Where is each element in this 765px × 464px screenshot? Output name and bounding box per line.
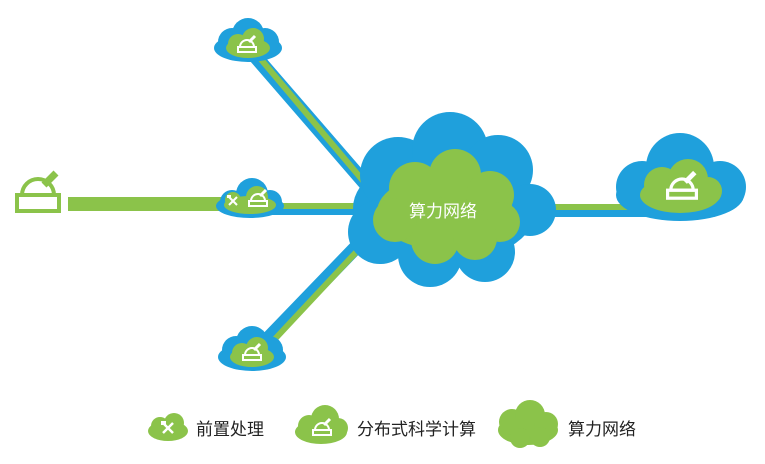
hammer-wrench-icon [227,195,238,206]
link-telescope-line [68,197,240,211]
legend: 前置处理 分布式科学计算 算力 [148,400,636,448]
right-node-cloud [616,133,746,221]
hammer-wrench-icon [161,421,174,434]
legend-label-preprocess: 前置处理 [196,420,264,440]
legend-item-compute-network: 算力网络 [498,400,636,448]
legend-item-distributed-computing: 分布式科学计算 [295,405,476,444]
legend-label-distributed-computing: 分布式科学计算 [357,420,476,440]
legend-distributed-swatch [295,405,348,444]
legend-item-preprocess: 前置处理 [148,413,264,441]
green-cloud-icon [498,400,558,448]
telescope-icon [15,170,61,213]
middle-left-node-cloud [216,178,284,218]
legend-label-compute-network: 算力网络 [568,420,636,440]
center-cloud-label: 算力网络 [409,202,477,222]
center-compute-network-cloud: 算力网络 [348,112,556,287]
top-node-cloud [214,18,282,62]
bottom-node-cloud [218,326,286,371]
